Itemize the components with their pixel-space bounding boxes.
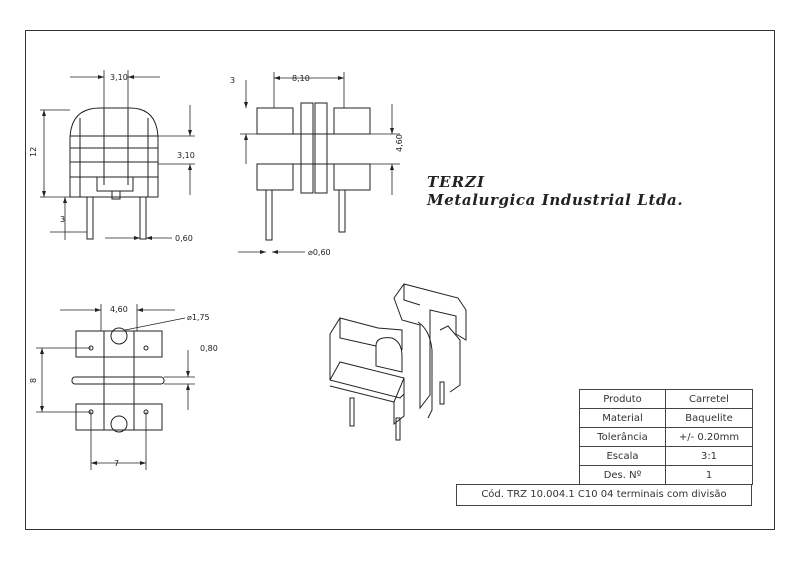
title-block-table: Produto Carretel Material Baquelite Tole… (579, 389, 753, 485)
dim-side-top-left: 3 (230, 76, 235, 85)
front-view (69, 107, 159, 240)
side-view (256, 102, 371, 241)
company-fullname: Metalurgica Industrial Ltda. (427, 191, 684, 209)
title-label: Tolerância (579, 427, 666, 447)
title-label: Escala (579, 446, 666, 466)
title-value: +/- 0.20mm (665, 427, 753, 447)
dim-front-height: 12 (29, 147, 38, 157)
title-value: 3:1 (665, 446, 753, 466)
title-label: Material (579, 408, 666, 428)
top-view (71, 327, 165, 433)
title-label: Des. Nº (579, 465, 666, 485)
company-name: TERZI (427, 173, 486, 191)
title-value: Baquelite (665, 408, 753, 428)
drawing-sheet-border (25, 30, 775, 530)
part-code: Cód. TRZ 10.004.1 C10 04 terminais com d… (456, 484, 752, 506)
title-row-escala: Escala 3:1 (579, 446, 753, 466)
title-row-tolerancia: Tolerância +/- 0.20mm (579, 427, 753, 447)
dim-top-pitch: 7 (114, 459, 119, 468)
top-dimension-lines (36, 304, 195, 470)
title-value: 1 (665, 465, 753, 485)
dim-front-bottom: 3 (60, 215, 65, 224)
dim-front-pin: 0,60 (175, 234, 193, 243)
dim-top-height: 8 (29, 378, 38, 383)
isometric-view (329, 283, 467, 441)
dim-front-right: 3,10 (177, 151, 195, 160)
side-dimension-lines (238, 72, 400, 253)
title-value: Carretel (665, 389, 753, 409)
dim-side-height: 4,60 (395, 134, 404, 152)
dim-side-width: 8,10 (292, 74, 310, 83)
title-label: Produto (579, 389, 666, 409)
title-row-produto: Produto Carretel (579, 389, 753, 409)
title-row-desenho: Des. Nº 1 (579, 465, 753, 485)
dim-front-top-width: 3,10 (110, 73, 128, 82)
dim-top-hole: ⌀1,75 (187, 313, 210, 322)
dim-top-divider: 0,80 (200, 344, 218, 353)
company-block: TERZI Metalurgica Industrial Ltda. (427, 173, 683, 209)
title-row-material: Material Baquelite (579, 408, 753, 428)
dimension-arrowheads (40, 75, 394, 465)
dim-side-pin: ⌀0,60 (308, 248, 331, 257)
dim-top-width: 4,60 (110, 305, 128, 314)
